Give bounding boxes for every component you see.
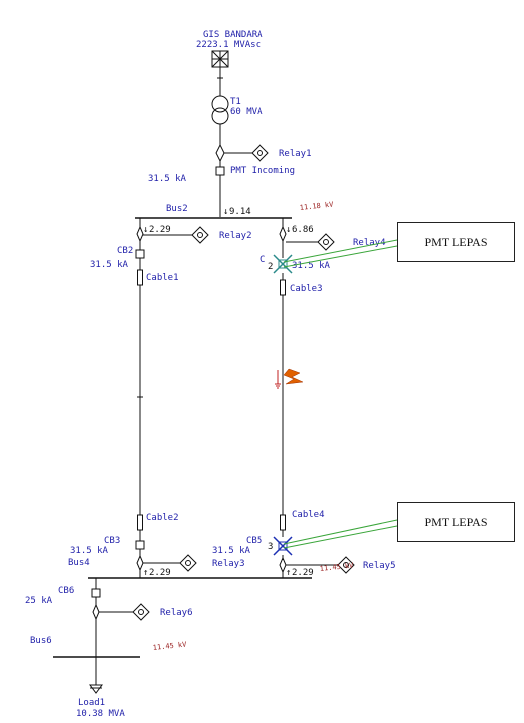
cable3-label: Cable3 [290, 284, 323, 294]
pmt-incoming-label: PMT Incoming [230, 166, 295, 176]
source-rating: 2223.1 MVAsc [196, 40, 261, 50]
bus4-name: Bus4 [68, 558, 90, 568]
ct-1-symbol [215, 143, 225, 163]
relay3-label: Relay3 [212, 559, 245, 569]
bus2-current-incoming: 9.14 [229, 207, 251, 217]
cb3-breaker[interactable] [135, 540, 145, 550]
relay5-label: Relay5 [363, 561, 396, 571]
relay2-symbol[interactable] [191, 226, 209, 244]
bus2-current-incoming-arrow: ↓ [223, 207, 228, 217]
cb2-breaker[interactable] [135, 249, 145, 259]
cable3-symbol[interactable] [280, 279, 286, 296]
cb5-name: CB5 [246, 536, 262, 546]
cable1-symbol[interactable] [137, 269, 143, 286]
load-rating: 10.38 MVA [76, 709, 125, 719]
cable2-symbol[interactable] [137, 514, 143, 531]
bus2-current-right-arrow: ↓ [286, 225, 291, 235]
grid-source-symbol[interactable] [211, 50, 229, 68]
cb2-name: CB2 [117, 246, 133, 256]
load-icon[interactable] [89, 684, 103, 694]
cb3-isc: 31.5 kA [70, 546, 109, 556]
relay4-label: Relay4 [353, 238, 386, 248]
cb-right-top-isc: 31.5 kA [292, 261, 331, 271]
callout-pmt-lepas-1: PMT LEPAS [397, 222, 515, 262]
cb2-isc: 31.5 kA [90, 260, 129, 270]
cable4-symbol[interactable] [280, 514, 286, 531]
relay6-symbol[interactable] [132, 603, 150, 621]
relay2-label: Relay2 [219, 231, 252, 241]
load-name: Load1 [78, 698, 105, 708]
cable1-label: Cable1 [146, 273, 179, 283]
bus2-current-left: 2.29 [149, 225, 171, 235]
cb6-name: CB6 [58, 586, 74, 596]
bus6-voltage: 11.45 kV [152, 640, 187, 652]
bus4-voltage: 11.45 kV [319, 561, 354, 573]
relay6-label: Relay6 [160, 608, 193, 618]
cable4-label: Cable4 [292, 510, 325, 520]
callout-2-leader-a [283, 519, 398, 545]
bus4-current-right: 2.29 [292, 568, 314, 578]
cb-right-top-open-breaker[interactable] [273, 254, 293, 274]
bus6-name: Bus6 [30, 636, 52, 646]
callout-pmt-lepas-2: PMT LEPAS [397, 502, 515, 542]
cb-right-top-fault-index: 2 [268, 262, 273, 272]
cable2-label: Cable2 [146, 513, 179, 523]
relay1-label: Relay1 [279, 149, 312, 159]
relay1-symbol[interactable] [251, 144, 269, 162]
cb-right-top-name: C [260, 255, 265, 265]
relay4-symbol[interactable] [317, 233, 335, 251]
relay5-symbol[interactable] [337, 556, 355, 574]
bus4-current-right-arrow: ↑ [286, 568, 291, 578]
relay3-symbol[interactable] [179, 554, 197, 572]
transformer-rating: 60 MVA [230, 107, 263, 117]
cb5-isc: 31.5 kA [212, 546, 251, 556]
bus2-current-left-arrow: ↓ [143, 225, 148, 235]
source-name: GIS BANDARA [203, 30, 263, 40]
bus4-current-left: 2.29 [149, 568, 171, 578]
callout-1-leader-b [283, 245, 398, 268]
pmt-incoming-isc: 31.5 kA [148, 174, 187, 184]
cb6-isc: 25 kA [25, 596, 53, 606]
bus2-name: Bus2 [166, 204, 188, 214]
cb3-name: CB3 [104, 536, 120, 546]
cb5-open-breaker[interactable] [273, 536, 293, 556]
transformer-t1-symbol[interactable] [211, 95, 229, 125]
callout-2-leader-b [283, 525, 398, 549]
cb5-fault-index: 3 [268, 542, 273, 552]
cb6-breaker[interactable] [91, 588, 101, 598]
bus4-current-left-arrow: ↑ [143, 568, 148, 578]
bus2-voltage: 11.18 kV [299, 200, 334, 212]
transformer-name: T1 [230, 97, 241, 107]
ct-6-symbol [92, 603, 100, 621]
callout-1-leader-a [283, 239, 398, 263]
pmt-incoming-breaker[interactable] [215, 166, 225, 176]
bus2-current-right: 6.86 [292, 225, 314, 235]
fault-icon[interactable] [275, 368, 304, 389]
